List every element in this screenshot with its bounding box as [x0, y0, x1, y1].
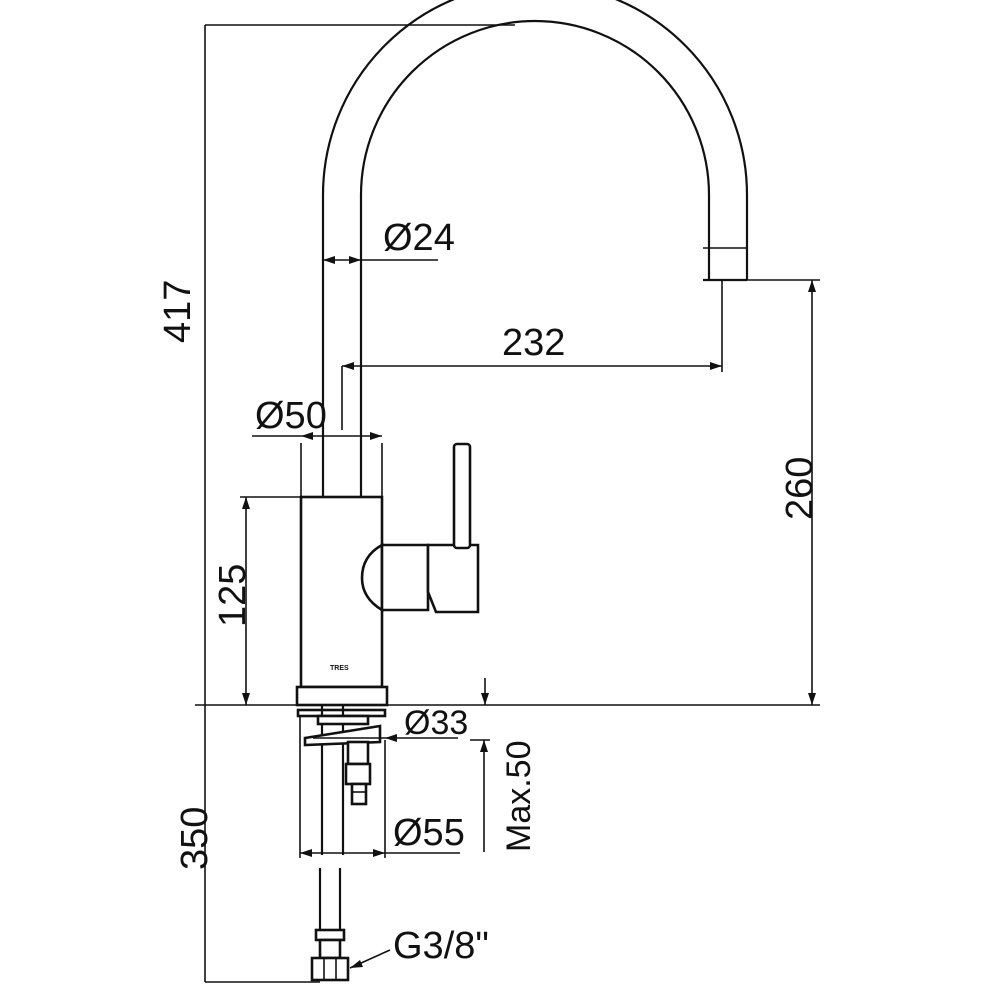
outlet-height-label: 260	[779, 457, 821, 520]
dimension-total-height: 417	[157, 280, 199, 343]
dimension-thread-diameter: Ø33	[313, 704, 468, 742]
lever-handle	[360, 442, 480, 614]
hose-length-label: 350	[174, 807, 216, 870]
base-diameter-label: Ø55	[393, 812, 465, 854]
dimension-spout-diameter: Ø24	[323, 217, 455, 264]
dimension-spout-reach: 232	[341, 280, 723, 430]
dimension-outlet-height: 260	[481, 280, 821, 705]
dimension-body-diameter: Ø50	[252, 395, 383, 497]
spout-diameter-label: Ø24	[383, 217, 455, 259]
connection-thread-label: G3/8"	[393, 925, 489, 967]
total-height-label: 417	[157, 280, 199, 343]
dimension-base-diameter: Ø55	[299, 715, 465, 858]
spout-reach-label: 232	[502, 322, 565, 364]
body-diameter-label: Ø50	[255, 395, 327, 437]
spout	[321, 0, 749, 497]
dimension-body-height: 125	[212, 496, 301, 705]
brand-logo: TRES	[330, 665, 349, 672]
flexible-hose	[310, 868, 350, 982]
connection-thread-callout: G3/8"	[349, 925, 489, 969]
body-height-label: 125	[212, 564, 254, 627]
thread-diameter-label: Ø33	[404, 704, 468, 742]
max-thickness-label: Max.50	[500, 741, 538, 853]
dimension-hose-length: 350	[174, 807, 320, 983]
fixing-assembly	[296, 705, 387, 855]
dimension-max-thickness: Max.50	[470, 739, 538, 853]
